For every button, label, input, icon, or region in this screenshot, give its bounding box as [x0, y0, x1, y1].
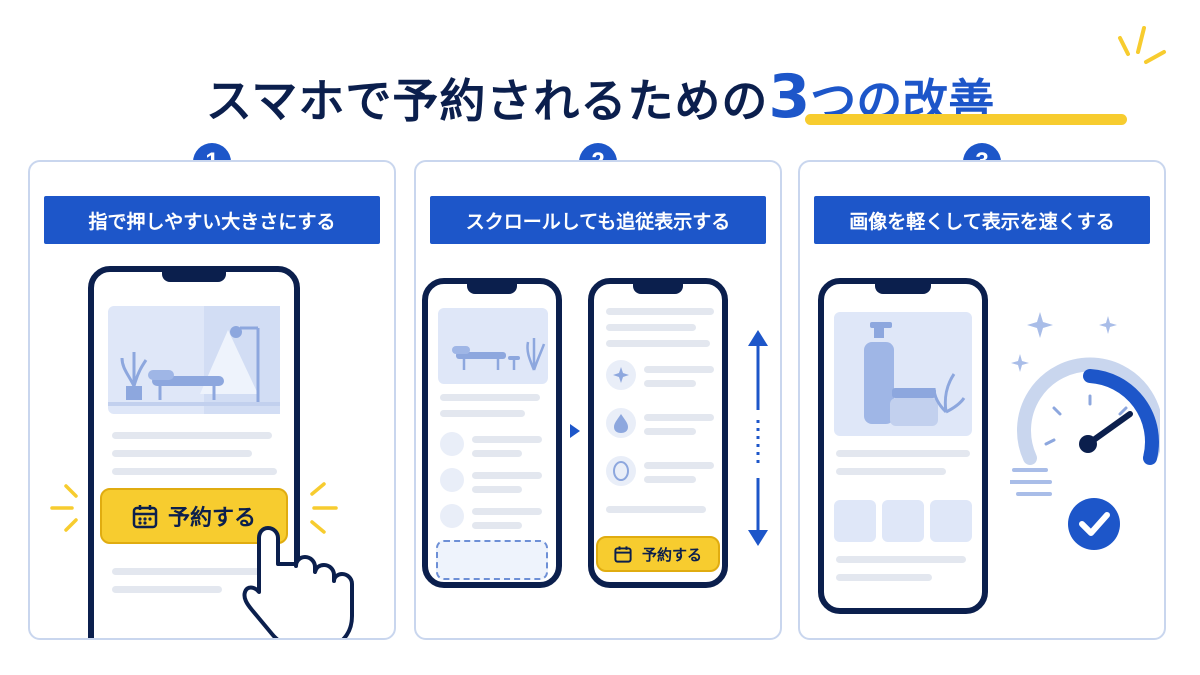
panel-2-heading: スクロールしても追従表示する [430, 196, 766, 244]
phone-notch [162, 272, 226, 282]
text-line [644, 476, 696, 483]
text-line [606, 308, 714, 315]
salon-bed-icon [108, 306, 280, 414]
text-line [836, 450, 970, 457]
text-line [440, 410, 525, 417]
speedometer-icon [1010, 312, 1160, 550]
phone-mockup-3 [818, 278, 988, 614]
panel-1: 指で押しやすい大きさにする [28, 160, 396, 640]
face-icon [606, 456, 636, 486]
text-line [472, 450, 522, 457]
phone-notch [875, 284, 931, 294]
title-main: スマホで予約されるための [205, 74, 769, 128]
text-line [440, 394, 540, 401]
panel-2: スクロールしても追従表示する [414, 160, 782, 640]
text-line [836, 556, 966, 563]
panel-3-heading: 画像を軽くして表示を速くする [814, 196, 1150, 244]
text-line [644, 414, 714, 421]
phone-mockup-2a [422, 278, 562, 588]
panel-3: 画像を軽くして表示を速くする [798, 160, 1166, 640]
thumbnail-2 [882, 500, 924, 542]
text-line [112, 468, 277, 475]
highlight-lines-left-icon [50, 484, 78, 532]
cosmetics-bottle-icon [864, 322, 966, 426]
text-line [472, 522, 522, 529]
list-icon [440, 468, 464, 492]
text-line [644, 380, 696, 387]
text-line [644, 366, 714, 373]
reserve-button-sticky[interactable]: 予約する [596, 536, 720, 572]
empty-button-slot [436, 540, 548, 580]
reserve-button-label: 予約する [641, 545, 702, 564]
list-icon [440, 432, 464, 456]
text-line [606, 324, 696, 331]
reserve-button-label: 予約する [167, 506, 256, 531]
text-line [606, 340, 710, 347]
page-title: スマホで予約されるための3つの改善 [0, 62, 1200, 132]
panel-1-heading: 指で押しやすい大きさにする [44, 196, 380, 244]
scroll-arrows-icon [748, 330, 768, 546]
text-line [112, 432, 272, 439]
salon-bed-icon [452, 338, 546, 371]
reserve-button-large[interactable]: 予約する [100, 488, 288, 544]
text-line [836, 574, 932, 581]
text-line [472, 486, 522, 493]
text-line [112, 568, 262, 575]
text-line [644, 462, 714, 469]
salon-image-small [438, 308, 548, 384]
list-icon [440, 504, 464, 528]
text-line [112, 586, 222, 593]
text-line [836, 468, 946, 475]
cosmetics-image [834, 312, 972, 436]
sparkle-icon [606, 360, 636, 390]
title-number: 3 [768, 62, 811, 132]
text-line [472, 508, 542, 515]
phone-notch [467, 284, 517, 294]
hand-tap-icon [242, 526, 354, 638]
text-line [472, 436, 542, 443]
text-line [644, 428, 696, 435]
thumbnail-1 [834, 500, 876, 542]
arrow-right-icon [570, 424, 580, 438]
title-underline [805, 114, 1127, 125]
calendar-icon [614, 546, 632, 563]
text-line [112, 450, 252, 457]
thumbnail-3 [930, 500, 972, 542]
phone-notch [633, 284, 683, 294]
highlight-lines-right-icon [310, 482, 338, 534]
phone-mockup-1 [88, 266, 300, 638]
sparkle-burst-icon [1118, 26, 1166, 64]
salon-image [108, 306, 280, 414]
text-line [606, 506, 706, 513]
calendar-icon [132, 505, 158, 529]
text-line [472, 472, 542, 479]
water-drop-icon [606, 408, 636, 438]
